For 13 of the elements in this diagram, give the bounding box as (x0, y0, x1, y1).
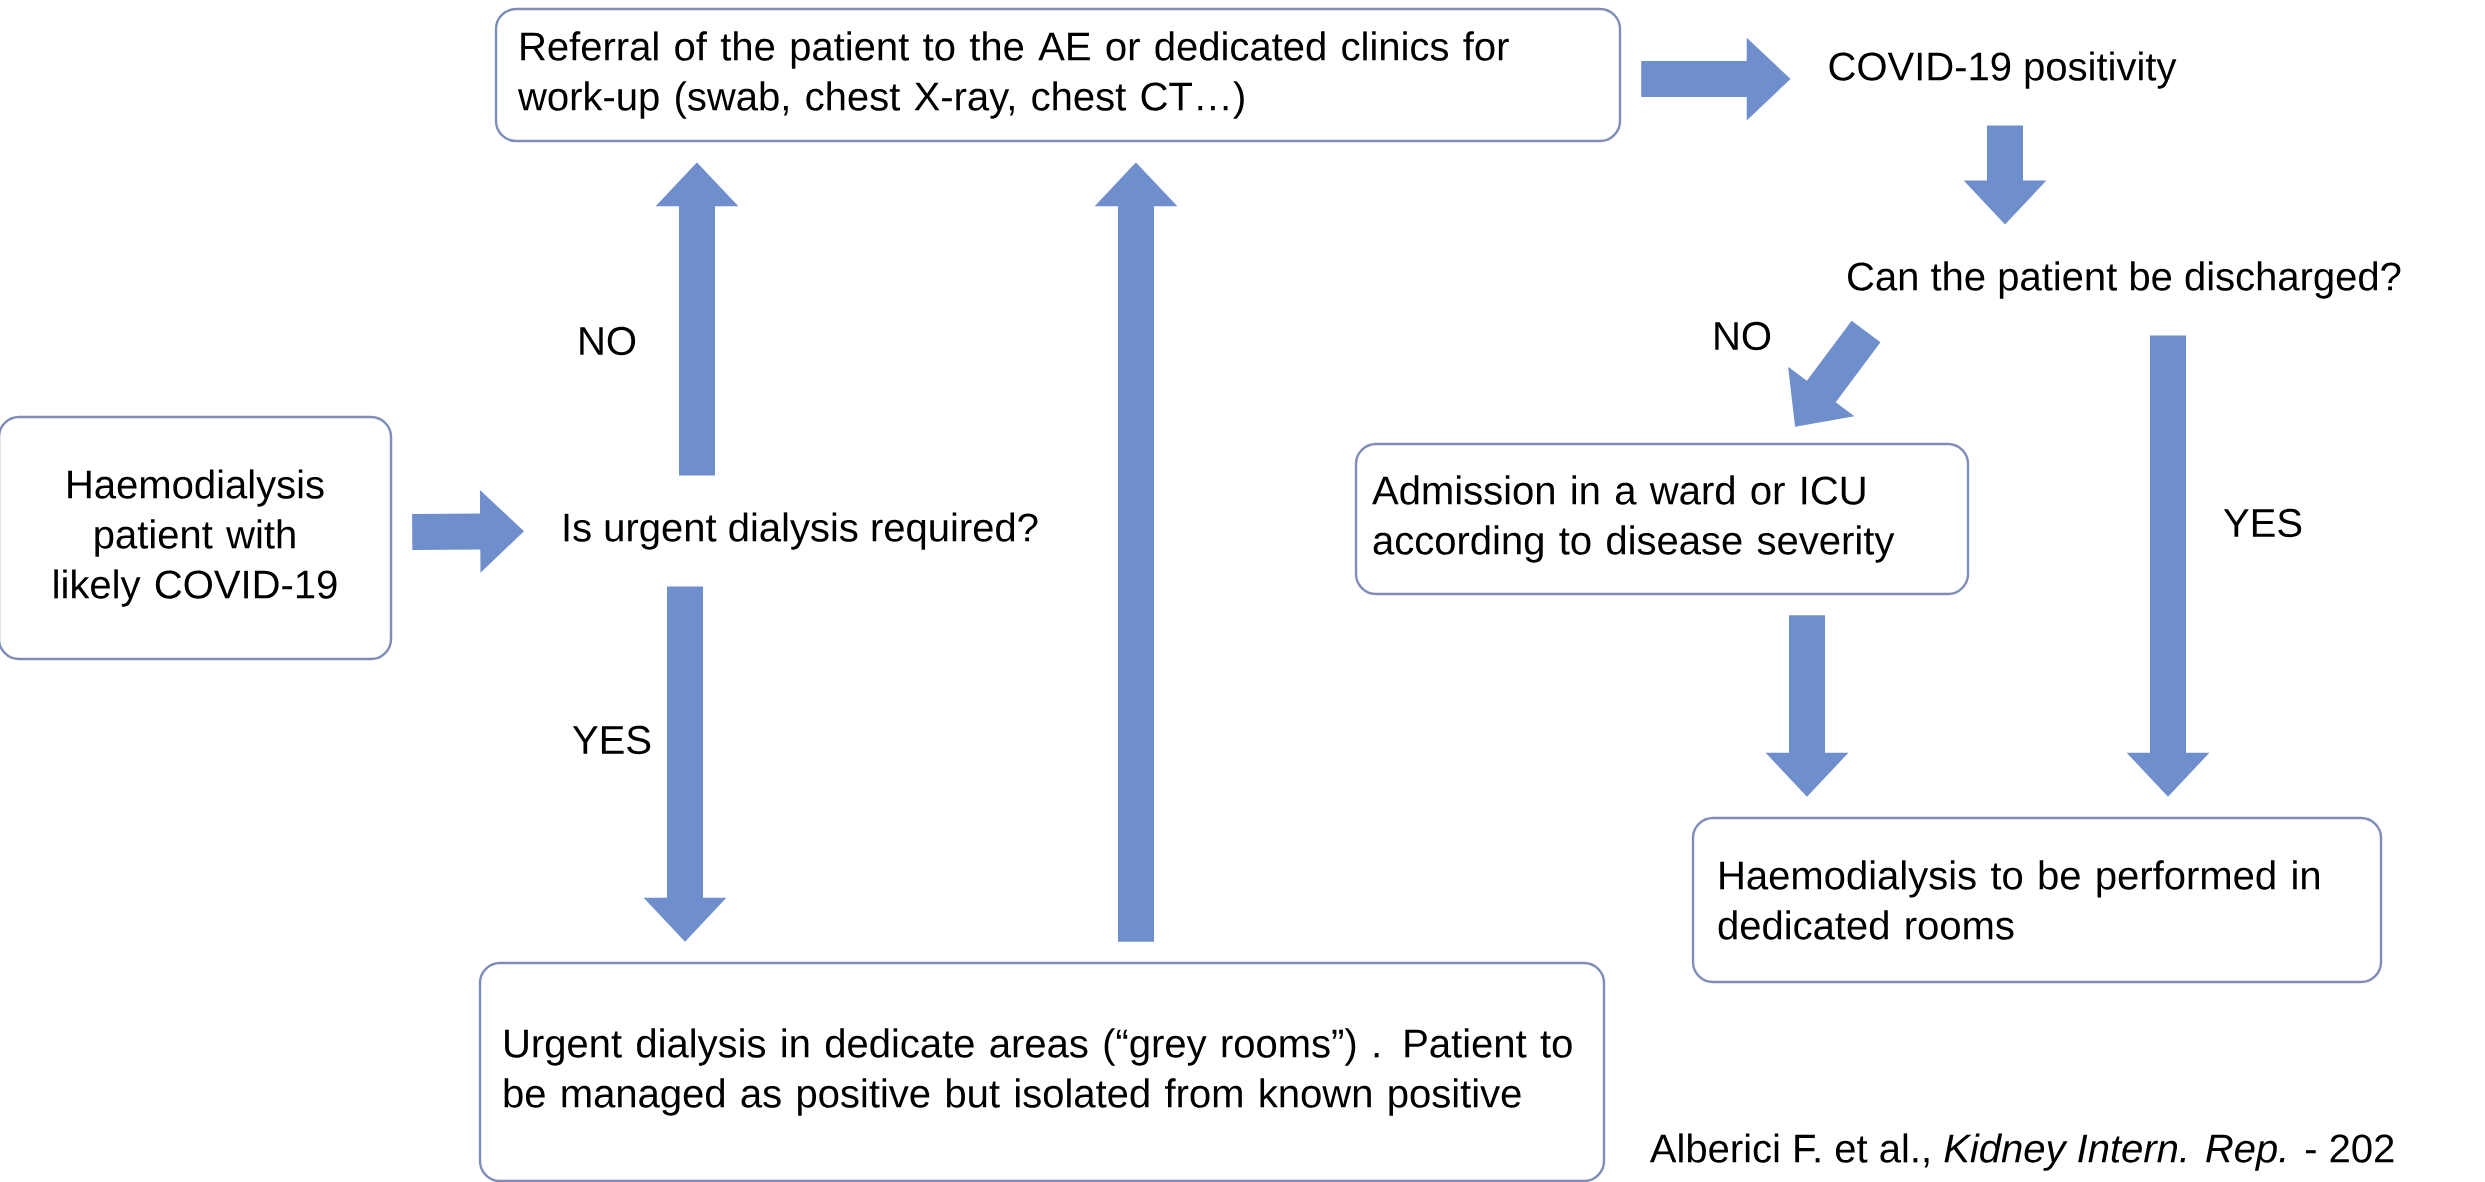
edge-label: NO (573, 322, 641, 360)
process-box: Referral of the patient to the AE or dedicated clinics for work-up (swab, chest X-ray, chest CT…) (494, 7, 1622, 143)
process-box: Haemodialysis to be performed in dedicated rooms (1691, 816, 2383, 984)
process-box: Urgent dialysis in dedicate areas (“grey rooms”) . Patient to be managed as positive but isolated from known positive (478, 961, 1606, 1182)
process-box: Admission in a ward or ICU according to disease severity (1354, 442, 1970, 596)
decision-text: COVID-19 positivity (1829, 51, 2177, 89)
edge-label: YES (2219, 504, 2308, 542)
edge-label: NO (1708, 317, 1776, 355)
decision-text: Can the patient be discharged? (1848, 261, 2401, 299)
citation: Alberici F. et al., Kidney Intern. Rep. - 202 (1649, 1133, 2394, 1171)
decision-text: Is urgent dialysis required? (564, 512, 1038, 550)
process-box: Haemodialysis patient with likely COVID-19 (0, 415, 393, 661)
edge-label: YES (568, 721, 657, 759)
